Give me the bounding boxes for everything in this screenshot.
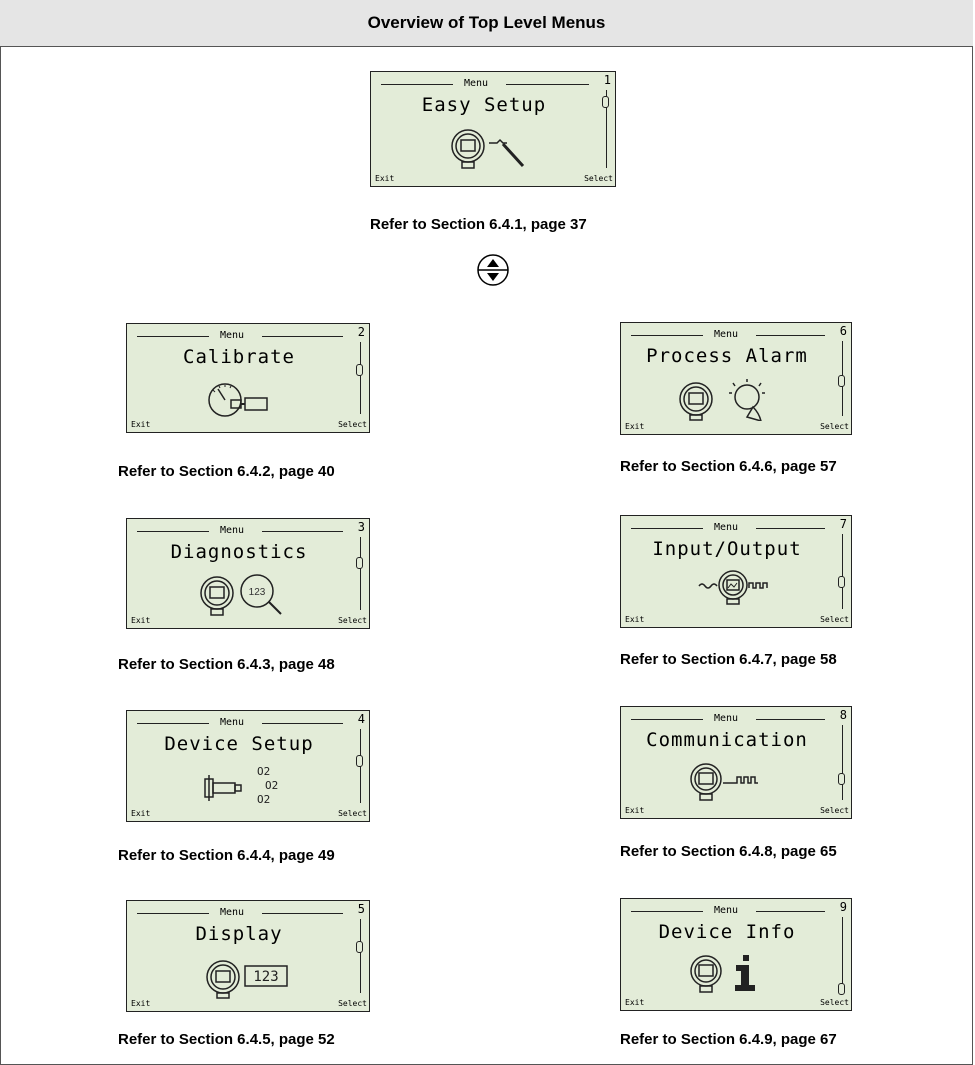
menu-label: Menu bbox=[711, 713, 742, 725]
icon-text: 123 bbox=[249, 587, 266, 598]
lcd-screen-input-output: Menu 7 Input/Output Exit Select bbox=[620, 515, 852, 628]
gauge-screwdriver-icon bbox=[127, 376, 351, 422]
menu-number: 4 bbox=[357, 712, 365, 726]
menu-title: Device Setup bbox=[164, 733, 314, 755]
menu-label: Menu bbox=[711, 905, 742, 917]
exit-label: Exit bbox=[625, 998, 645, 1007]
menu-label: Menu bbox=[217, 717, 248, 729]
up-down-arrows-icon bbox=[477, 254, 509, 286]
page-title: Overview of Top Level Menus bbox=[0, 0, 973, 47]
menu-title: Easy Setup bbox=[421, 94, 547, 116]
scrollbar bbox=[606, 90, 607, 168]
menu-number: 1 bbox=[603, 73, 611, 87]
menu-number: 9 bbox=[839, 900, 847, 914]
menu-number: 2 bbox=[357, 325, 365, 339]
menu-title: Diagnostics bbox=[170, 541, 308, 563]
select-label: Select bbox=[820, 615, 849, 624]
exit-label: Exit bbox=[625, 806, 645, 815]
select-label: Select bbox=[584, 174, 613, 183]
lcd-screen-display: Menu 5 Display 123 Exit Select bbox=[126, 900, 370, 1012]
exit-label: Exit bbox=[131, 809, 151, 818]
exit-label: Exit bbox=[375, 174, 395, 183]
scroll-knob bbox=[838, 773, 845, 785]
menu-title: Input/Output bbox=[652, 538, 802, 560]
menu-label: Menu bbox=[217, 907, 248, 919]
o2-text: O2 bbox=[257, 765, 270, 778]
menu-title: Display bbox=[195, 923, 283, 945]
section-reference: Refer to Section 6.4.9, page 67 bbox=[620, 1031, 837, 1048]
scrollbar bbox=[842, 917, 843, 992]
menu-label: Menu bbox=[217, 525, 248, 537]
menu-number: 7 bbox=[839, 517, 847, 531]
exit-label: Exit bbox=[625, 422, 645, 431]
o2-text: O2 bbox=[265, 779, 278, 792]
transmitter-alarm-bell-icon bbox=[621, 375, 833, 423]
scroll-knob bbox=[356, 557, 363, 569]
menu-number: 3 bbox=[357, 520, 365, 534]
scroll-knob bbox=[838, 576, 845, 588]
transmitter-display-icon: 123 bbox=[127, 953, 351, 999]
exit-label: Exit bbox=[131, 420, 151, 429]
lcd-screen-device-setup: Menu 4 Device Setup O2 O2 O2 Exit Select bbox=[126, 710, 370, 822]
exit-label: Exit bbox=[625, 615, 645, 624]
section-reference: Refer to Section 6.4.5, page 52 bbox=[118, 1031, 335, 1048]
lcd-screen-communication: Menu 8 Communication Exit Select bbox=[620, 706, 852, 819]
lcd-screen-calibrate: Menu 2 Calibrate Exit Select bbox=[126, 323, 370, 433]
section-reference: Refer to Section 6.4.8, page 65 bbox=[620, 843, 837, 860]
section-reference: Refer to Section 6.4.2, page 40 bbox=[118, 463, 335, 480]
select-label: Select bbox=[338, 616, 367, 625]
scrollbar bbox=[360, 537, 361, 610]
exit-label: Exit bbox=[131, 616, 151, 625]
probe-o2-icon: O2 O2 O2 bbox=[127, 763, 351, 809]
menu-label: Menu bbox=[461, 78, 492, 90]
lcd-screen-device-info: Menu 9 Device Info Exit Select bbox=[620, 898, 852, 1011]
menu-title: Process Alarm bbox=[646, 345, 808, 367]
select-label: Select bbox=[820, 998, 849, 1007]
icon-text: 123 bbox=[253, 969, 278, 985]
scrollbar bbox=[842, 725, 843, 800]
scrollbar bbox=[842, 534, 843, 609]
exit-label: Exit bbox=[131, 999, 151, 1008]
select-label: Select bbox=[338, 999, 367, 1008]
section-reference: Refer to Section 6.4.3, page 48 bbox=[118, 656, 335, 673]
menu-number: 6 bbox=[839, 324, 847, 338]
lcd-screen-process-alarm: Menu 6 Process Alarm Exit Select bbox=[620, 322, 852, 435]
menu-title: Calibrate bbox=[183, 346, 295, 368]
scroll-knob bbox=[838, 983, 845, 995]
transmitter-signal-icon bbox=[621, 568, 833, 614]
scroll-knob bbox=[356, 941, 363, 953]
transmitter-magnifier-icon: 123 bbox=[127, 571, 351, 617]
lcd-screen-diagnostics: Menu 3 Diagnostics 123 Exit Select bbox=[126, 518, 370, 629]
menu-title: Communication bbox=[646, 729, 808, 751]
menu-label: Menu bbox=[217, 330, 248, 342]
select-label: Select bbox=[820, 422, 849, 431]
transmitter-info-icon bbox=[621, 951, 833, 997]
select-label: Select bbox=[338, 809, 367, 818]
section-reference: Refer to Section 6.4.4, page 49 bbox=[118, 847, 335, 864]
transmitter-with-wrench-icon bbox=[371, 124, 597, 170]
scroll-knob bbox=[838, 375, 845, 387]
select-label: Select bbox=[338, 420, 367, 429]
section-reference: Refer to Section 6.4.7, page 58 bbox=[620, 651, 837, 668]
scroll-knob bbox=[602, 96, 609, 108]
menu-number: 5 bbox=[357, 902, 365, 916]
lcd-screen-easy-setup: Menu 1 Easy Setup Exit Select bbox=[370, 71, 616, 187]
select-label: Select bbox=[820, 806, 849, 815]
transmitter-pulse-icon bbox=[621, 759, 833, 805]
menu-title: Device Info bbox=[658, 921, 796, 943]
menu-number: 8 bbox=[839, 708, 847, 722]
scrollbar bbox=[360, 342, 361, 414]
scrollbar bbox=[360, 919, 361, 993]
section-reference: Refer to Section 6.4.1, page 37 bbox=[370, 216, 587, 233]
menu-label: Menu bbox=[711, 329, 742, 341]
menu-label: Menu bbox=[711, 522, 742, 534]
o2-text: O2 bbox=[257, 793, 270, 806]
scroll-knob bbox=[356, 755, 363, 767]
page-title-text: Overview of Top Level Menus bbox=[367, 13, 606, 32]
scroll-knob bbox=[356, 364, 363, 376]
section-reference: Refer to Section 6.4.6, page 57 bbox=[620, 458, 837, 475]
